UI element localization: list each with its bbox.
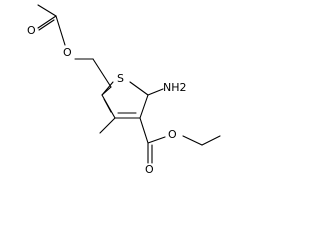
bond-c2-c3 [139,94,149,119]
bond-c4-c5-double [103,98,112,113]
bond-ethyl-ch2-ch3 [201,135,221,146]
bond-c4-methyl [99,117,116,134]
acetyl-carbonyl-oxygen-label: O [27,24,36,37]
bond-acetyl-carbonyl-double [38,19,55,31]
bond-ester-c-o [147,136,166,144]
bond-s-c2 [129,81,149,96]
chemical-structure: O O S NH2 O O [27,4,221,176]
ester-ether-oxygen-label: O [63,46,72,59]
amino-group-label: NH2 [163,81,187,94]
bond-c3-ester-c [139,117,149,144]
carboxylate-ether-oxygen-label: O [168,128,177,141]
bond-c2-nh2 [147,88,164,96]
bond-lines [37,4,221,164]
bond-acetyl-carbonyl [37,15,57,29]
carboxylate-carbonyl-oxygen-label: O [145,163,154,176]
ring-sulfur-label: S [117,72,124,85]
bond-c5-s [101,81,114,96]
bond-methyl-acetyl [37,4,57,17]
bond-ester-o-ch2 [182,135,203,146]
bond-ch2-ch2 [92,58,112,88]
bond-acetyl-ether-o [55,15,66,46]
